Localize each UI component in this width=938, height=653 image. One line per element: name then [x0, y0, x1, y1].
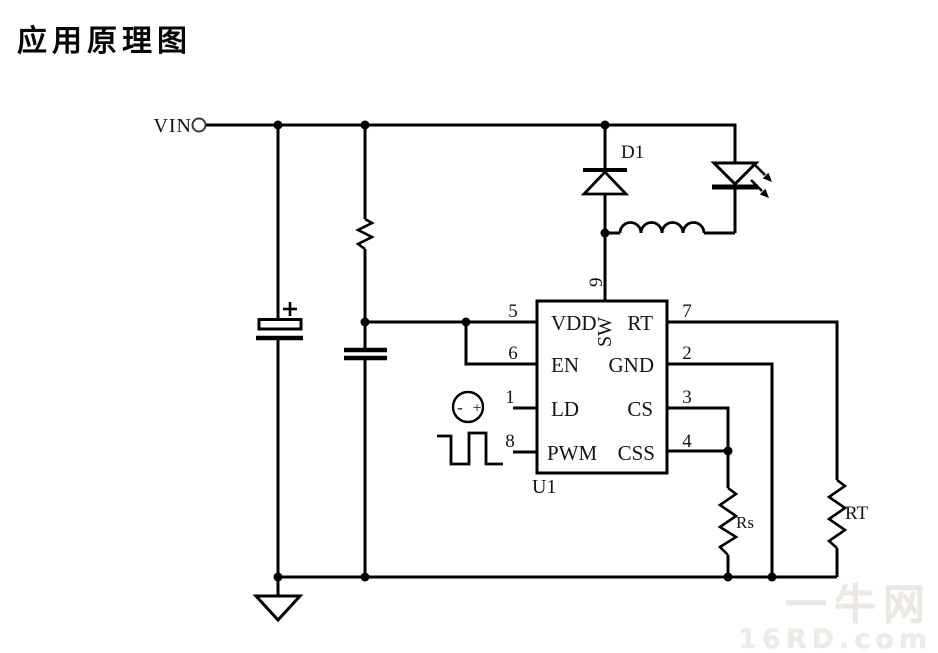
- vin-label: VIN: [153, 115, 192, 137]
- ic-u1-body: [535, 299, 669, 475]
- ic-pin-rt-label: RT: [627, 311, 653, 335]
- rt-pin-wire: [667, 320, 839, 480]
- pin2-number: 2: [682, 343, 692, 364]
- ic-pin-en-label: EN: [551, 353, 579, 377]
- rt-resistor: [826, 478, 848, 549]
- pin9-number: 9: [586, 278, 607, 288]
- led-emission-arrows-icon: [750, 163, 772, 198]
- pin1-number: 1: [505, 387, 515, 408]
- gnd-pin-wire: [667, 362, 774, 577]
- ic-pin-css-label: CSS: [618, 441, 655, 465]
- pin6-number: 6: [508, 343, 518, 364]
- inductor: [618, 221, 706, 234]
- ic-pin-vdd-label: VDD: [551, 311, 597, 335]
- ic-refdes-label: U1: [532, 476, 556, 498]
- bypass-capacitor: [344, 347, 387, 361]
- ic-pin-gnd-label: GND: [609, 353, 655, 377]
- wires: [206, 123, 839, 596]
- rs-resistor: [717, 486, 739, 556]
- rt-label: RT: [845, 503, 869, 524]
- cs-pin-wire: [667, 406, 730, 451]
- pin4-number: 4: [682, 431, 692, 452]
- pwm-waveform-icon: [437, 431, 503, 466]
- plus-sign-icon: [283, 302, 297, 316]
- ground-symbol: [252, 594, 304, 623]
- en-wire: [464, 322, 537, 366]
- led: [710, 161, 772, 198]
- input-capacitor: [256, 302, 303, 341]
- pin8-number: 8: [505, 431, 515, 452]
- dc-source-minus: -: [457, 398, 463, 417]
- pin7-number: 7: [682, 301, 692, 322]
- vin-rail-wire: [206, 123, 737, 163]
- watermark-site-url: 16RD.com: [738, 624, 932, 653]
- dc-source-plus: +: [472, 400, 481, 417]
- pin3-number: 3: [682, 387, 692, 408]
- page-title: 应用原理图: [17, 25, 192, 58]
- bias-resistor: [355, 217, 375, 251]
- vin-terminal: [191, 117, 207, 133]
- ic-pin-ld-label: LD: [551, 397, 579, 421]
- ic-pin-pwm-label: PWM: [547, 441, 598, 465]
- ic-pin-sw-label: SW: [594, 317, 616, 347]
- watermark-site-name: 一牛网: [784, 580, 932, 629]
- junction-dots: [273, 120, 777, 582]
- rs-label: Rs: [736, 513, 754, 532]
- d1-label: D1: [621, 142, 644, 163]
- ic-pin-cs-label: CS: [627, 397, 653, 421]
- dc-source-symbol: - +: [451, 390, 485, 424]
- diode-d1: [580, 168, 630, 196]
- watermark: 一牛网 16RD.com: [738, 584, 932, 653]
- pin5-number: 5: [508, 301, 518, 322]
